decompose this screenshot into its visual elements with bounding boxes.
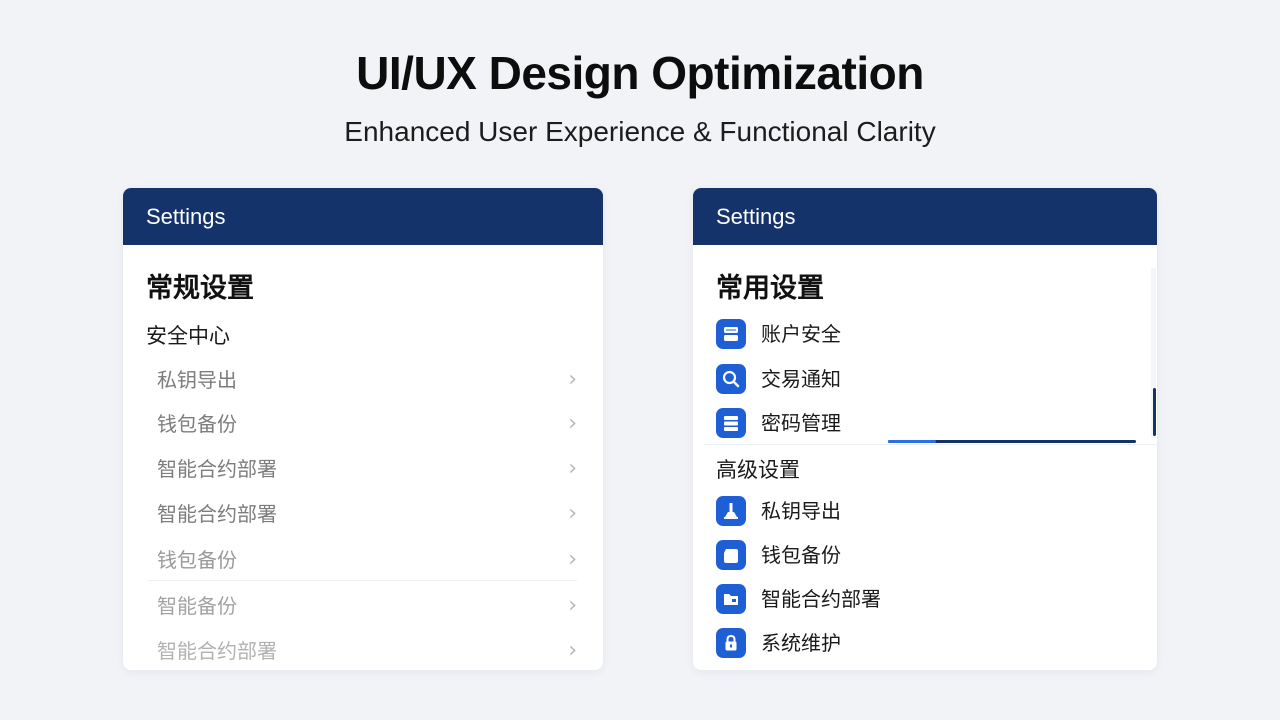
settings-item-system-maintenance[interactable]: 系统维护 (716, 628, 1116, 660)
group-label: 安全中心 (146, 324, 230, 348)
settings-panel-before: Settings 常规设置 安全中心 私钥导出 › 钱包备份 › 智能合约部署 … (123, 188, 603, 670)
list-item-label: 私钥导出 (157, 368, 237, 392)
settings-item-label: 系统维护 (761, 631, 841, 655)
list-item-label: 智能合约部署 (157, 502, 277, 526)
account-security-icon (716, 319, 746, 349)
chevron-right-icon: › (568, 411, 577, 436)
settings-item-key-export[interactable]: 私钥导出 (716, 496, 1116, 528)
chevron-right-icon: › (568, 547, 577, 572)
list-item[interactable]: 智能合约部署 › (157, 454, 577, 484)
divider (705, 444, 1157, 445)
panel-header: Settings (693, 188, 1157, 245)
list-item[interactable]: 私钥导出 › (157, 365, 577, 395)
chevron-right-icon: › (568, 638, 577, 663)
list-icon (716, 408, 746, 438)
list-item-label: 智能合约部署 (157, 457, 277, 481)
wallet-icon (716, 540, 746, 570)
group-label: 高级设置 (716, 458, 800, 482)
list-item-label: 智能合约部署 (157, 639, 277, 663)
page-title: UI/UX Design Optimization (356, 47, 924, 99)
horizontal-scrollbar[interactable] (888, 440, 1136, 443)
settings-item-label: 钱包备份 (761, 543, 841, 567)
settings-item-account-security[interactable]: 账户安全 (716, 319, 1116, 351)
divider (147, 580, 577, 581)
settings-item-smart-contract[interactable]: 智能合约部署 (716, 584, 1116, 616)
search-icon (716, 364, 746, 394)
chevron-right-icon: › (568, 593, 577, 618)
section-title: 常用设置 (716, 273, 824, 304)
settings-item-label: 账户安全 (761, 322, 841, 346)
scrollbar-track[interactable] (1151, 268, 1156, 438)
horizontal-scrollbar-thumb[interactable] (888, 440, 936, 443)
settings-item-transaction-notify[interactable]: 交易通知 (716, 364, 1116, 396)
settings-item-label: 密码管理 (761, 411, 841, 435)
list-item[interactable]: 智能合约部署 › (157, 499, 577, 529)
list-item[interactable]: 智能合约部署 › (157, 636, 577, 666)
lock-icon (716, 628, 746, 658)
chevron-right-icon: › (568, 456, 577, 481)
settings-item-wallet-backup[interactable]: 钱包备份 (716, 540, 1116, 572)
list-item[interactable]: 智能备份 › (157, 591, 577, 621)
page-subtitle: Enhanced User Experience & Functional Cl… (344, 116, 936, 147)
list-item[interactable]: 钱包备份 › (157, 409, 577, 439)
settings-item-password[interactable]: 密码管理 (716, 408, 1116, 440)
list-item[interactable]: 钱包备份 › (157, 545, 577, 575)
settings-item-label: 私钥导出 (761, 499, 841, 523)
section-title: 常规设置 (146, 273, 254, 304)
key-export-icon (716, 496, 746, 526)
list-item-label: 智能备份 (157, 594, 237, 618)
settings-panel-after: Settings 常用设置 账户安全 交易通知 密码 (693, 188, 1157, 670)
list-item-label: 钱包备份 (157, 548, 237, 572)
scrollbar-thumb[interactable] (1153, 388, 1156, 436)
list-item-label: 钱包备份 (157, 412, 237, 436)
chevron-right-icon: › (568, 367, 577, 392)
settings-item-label: 智能合约部署 (761, 587, 881, 611)
chevron-right-icon: › (568, 501, 577, 526)
folder-icon (716, 584, 746, 614)
settings-item-label: 交易通知 (761, 367, 841, 391)
panel-header: Settings (123, 188, 603, 245)
